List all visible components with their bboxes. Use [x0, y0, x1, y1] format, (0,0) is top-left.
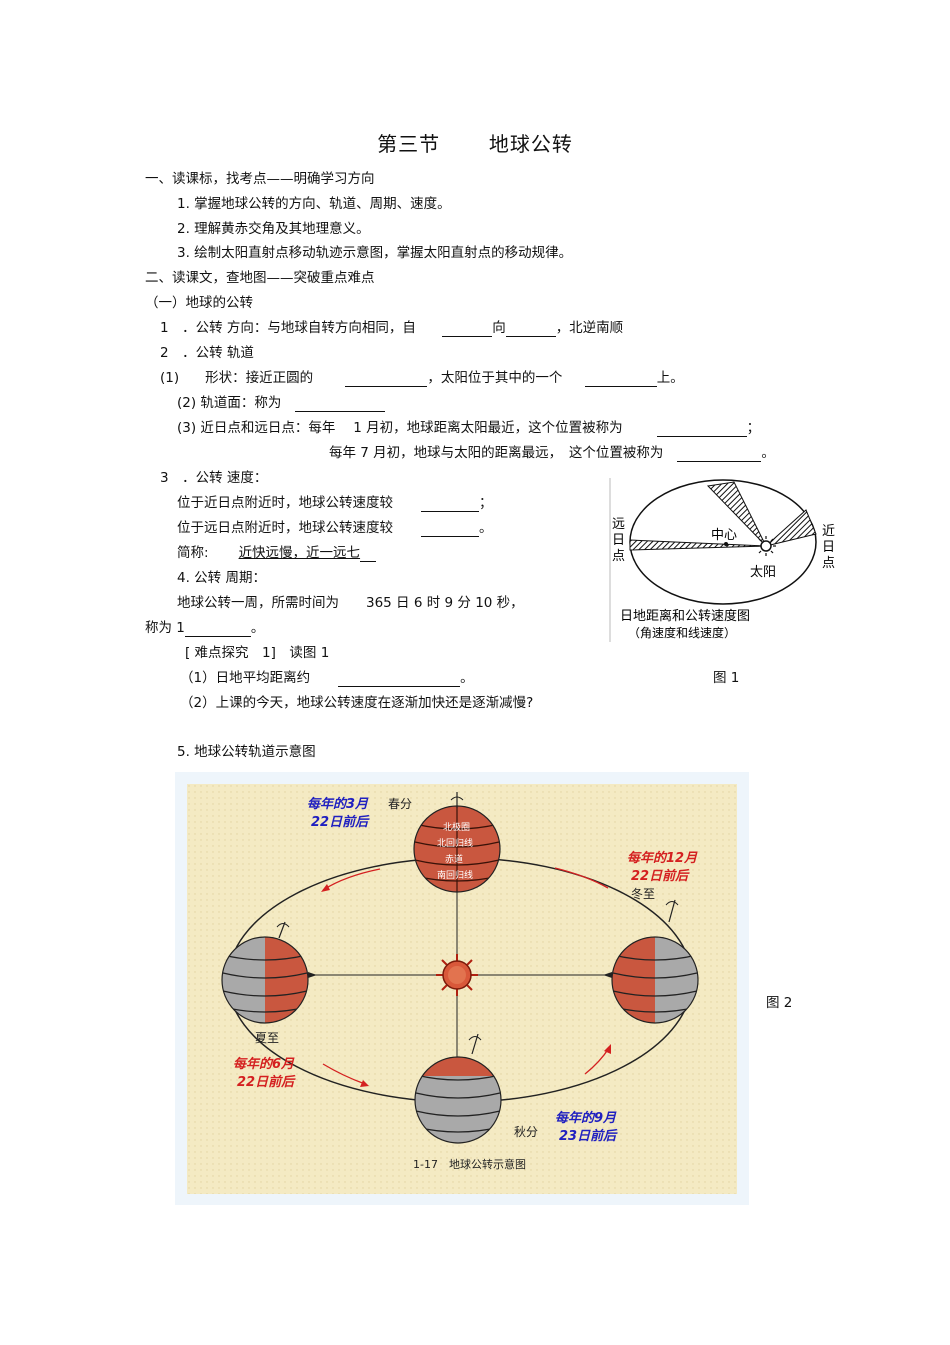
- period-line: 地球公转一周，所需时间为 365 日 6 时 9 分 10 秒，: [177, 595, 524, 611]
- fig1-subcaption: （角速度和线速度）: [628, 625, 736, 640]
- section2-heading: 二、读课文，查地图——突破重点难点: [145, 270, 375, 286]
- autumn-label: 秋分: [514, 1125, 538, 1139]
- direction-line: 1 ．公转 方向：与地球自转方向相同，自 向，北逆南顺: [160, 320, 624, 337]
- center-dot: [724, 542, 728, 546]
- fig1-caption: 日地距离和公转速度图: [620, 608, 750, 624]
- near-sector-right: [765, 509, 817, 547]
- figure1-distance-speed: 中心 太阳 远 日 点 近 日 点 日地距离和公转速度图 （角速度和线速度）: [608, 478, 840, 642]
- far-sector: [629, 539, 767, 551]
- summer-date-2: 22日前后: [237, 1074, 296, 1090]
- perihelion-line: (3) 近日点和远日点：每年 1 月初，地球距离太阳最近，这个位置被称为；: [177, 420, 761, 437]
- spring-label: 春分: [388, 797, 412, 811]
- aphelion-line: 每年 7 月初，地球与太阳的距离最远， 这个位置被称为。: [329, 445, 775, 462]
- period-called-line: 称为 1。: [145, 620, 265, 637]
- far-label-2: 日: [612, 533, 625, 548]
- far-label-3: 点: [612, 549, 625, 564]
- summer-date-1: 每年的6月: [233, 1056, 295, 1072]
- svg-text:南回归线: 南回归线: [437, 869, 473, 881]
- summer-label: 夏至: [255, 1031, 279, 1045]
- sun-icon: [756, 536, 776, 556]
- speed-short-line: 简称:近快远慢，近一远七: [177, 544, 377, 562]
- sun-icon: [436, 954, 478, 996]
- near-label-3: 点: [822, 556, 835, 571]
- orbit-plane-line: (2) 轨道面：称为: [177, 394, 386, 412]
- figure1-label: 图 1: [713, 670, 740, 686]
- svg-text:赤道: 赤道: [445, 853, 463, 865]
- explore-heading: [ 难点探究 1] 读图 1: [185, 645, 330, 661]
- winter-date-2: 22日前后: [631, 868, 690, 884]
- figure2-revolution-diagram: 北极圈 北回归线 赤道 南回归线: [175, 772, 749, 1205]
- sun-label: 太阳: [750, 565, 776, 580]
- objective-3: 3. 绘制太阳直射点移动轨迹示意图，掌握太阳直射点的移动规律。: [177, 245, 573, 261]
- period-heading: 4. 公转 周期：: [177, 570, 266, 586]
- figure2-label: 图 2: [766, 995, 793, 1011]
- title-topic: 地球公转: [488, 132, 573, 156]
- spring-date-1: 每年的3月: [307, 796, 369, 812]
- speed-far-line: 位于远日点附近时，地球公转速度较。: [177, 520, 493, 537]
- title-section: 第三节: [377, 132, 441, 156]
- fig2-caption: 1-17 地球公转示意图: [413, 1157, 526, 1171]
- speed-heading: 3 ．公转 速度：: [160, 470, 268, 486]
- orbit-arrow-top-right: [554, 867, 609, 889]
- winter-date-1: 每年的12月: [627, 850, 698, 866]
- orbit-shape-line: (1)形状：接近正圆的 ，太阳位于其中的一个 上。: [160, 370, 684, 387]
- orbit-arrow-bottom-left: [322, 1063, 366, 1085]
- svg-text:北回归线: 北回归线: [437, 837, 473, 849]
- objective-1: 1. 掌握地球公转的方向、轨道、周期、速度。: [177, 196, 451, 212]
- explore-q1: （1）日地平均距离约。: [180, 670, 474, 687]
- autumn-date-2: 23日前后: [559, 1128, 618, 1144]
- subsection-revolution: （一）地球的公转: [145, 295, 253, 311]
- section1-heading: 一、读课标，找考点——明确学习方向: [145, 171, 375, 187]
- near-sector-top: [706, 481, 767, 547]
- near-label-2: 日: [822, 540, 835, 555]
- orbit-heading: 2 ．公转 轨道: [160, 345, 254, 361]
- orbit-diagram-heading: 5. 地球公转轨道示意图: [177, 744, 316, 760]
- objective-2: 2. 理解黄赤交角及其地理意义。: [177, 221, 370, 237]
- far-label-1: 远: [612, 517, 625, 532]
- globe-spring-equinox: 北极圈 北回归线 赤道 南回归线: [413, 792, 501, 893]
- center-label: 中心: [711, 528, 737, 543]
- page-title: 第三节 地球公转: [0, 128, 950, 157]
- winter-label: 冬至: [631, 886, 655, 901]
- explore-q2: （2）上课的今天，地球公转速度在逐渐加快还是逐渐减慢?: [180, 695, 534, 711]
- svg-text:北极圈: 北极圈: [443, 821, 470, 833]
- spring-date-2: 22日前后: [311, 814, 370, 830]
- speed-near-line: 位于近日点附近时，地球公转速度较；: [177, 495, 493, 512]
- near-label-1: 近: [822, 524, 835, 539]
- autumn-date-1: 每年的9月: [555, 1110, 617, 1126]
